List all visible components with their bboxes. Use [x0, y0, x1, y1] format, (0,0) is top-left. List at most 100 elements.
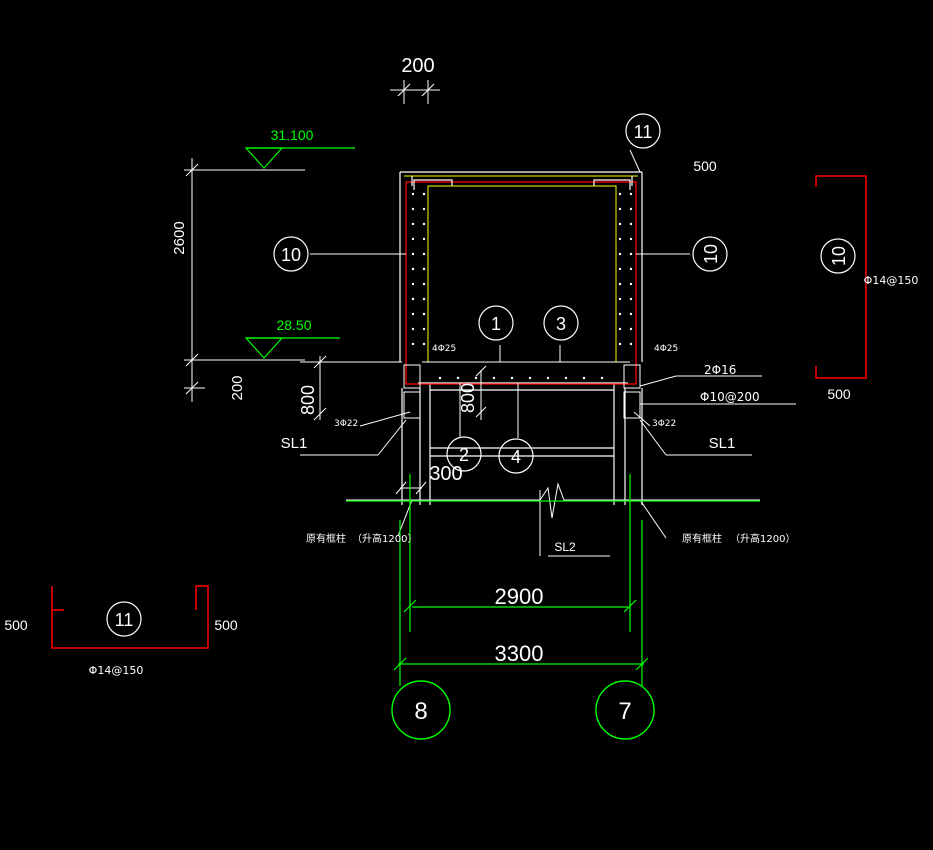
top-hooks: [411, 176, 633, 190]
member-labels: SL1 SL1 SL2: [281, 435, 736, 554]
bubble-3: 3: [556, 314, 566, 334]
rebar-dot: [411, 282, 415, 286]
dim-800-mid: 800: [458, 383, 478, 413]
bubble-1: 1: [491, 314, 501, 334]
rebar-dot: [422, 267, 426, 271]
rebar-dot: [411, 222, 415, 226]
rebar-dot: [456, 376, 460, 380]
rebar-dot: [411, 192, 415, 196]
rebar-left-top: 4Φ25: [432, 344, 456, 354]
section-outline: [404, 175, 638, 363]
rebar-dot: [492, 376, 496, 380]
rebar-dot: [629, 282, 633, 286]
axis-labels: 8 7: [414, 698, 631, 725]
rebar-dot: [411, 312, 415, 316]
dim-200-left: 200: [229, 375, 246, 400]
rebar-dot: [629, 222, 633, 226]
dim-300: 300: [429, 463, 462, 485]
dimension-lines: [184, 80, 796, 557]
rebar-dot: [629, 237, 633, 241]
rebar-dot: [422, 342, 426, 346]
elevation-text: 31.100 28.50: [271, 127, 314, 333]
bubble-labels: 10 10 11 1 3 2 4 10 11: [115, 122, 849, 630]
rebar-lines: [405, 181, 637, 385]
rebar-detail11-spec: Φ14@150: [89, 664, 144, 677]
beam-sections: [403, 364, 641, 419]
rebar-dot: [422, 207, 426, 211]
col-right-label: 原有框柱: [682, 532, 722, 545]
rebar-dot: [422, 237, 426, 241]
rebar-dot: [510, 376, 514, 380]
rebar-dot: [629, 252, 633, 256]
rebar-right-top: 4Φ25: [654, 344, 678, 354]
rebar-dot: [411, 252, 415, 256]
rebar-detail-10: [815, 175, 867, 379]
rebar-dot: [629, 327, 633, 331]
dim-500-right-top: 500: [693, 158, 717, 174]
dim-500-right-bottom: 500: [827, 386, 851, 402]
rebar-dot: [618, 342, 622, 346]
elevation-mid: 28.50: [276, 317, 311, 333]
rebar-dot: [600, 376, 604, 380]
rebar-left-bottom: 3Φ22: [334, 419, 358, 429]
rebar-dot: [618, 327, 622, 331]
rebar-dot: [411, 237, 415, 241]
rebar-detail-11: [51, 585, 209, 649]
rebar-dot: [528, 376, 532, 380]
rebar-dot: [629, 342, 633, 346]
rebar-dot: [422, 252, 426, 256]
rebar-dot: [618, 252, 622, 256]
rebar-dot: [582, 376, 586, 380]
rebar-dot: [422, 222, 426, 226]
bubble-10-left: 10: [281, 245, 301, 265]
dim-3300: 3300: [495, 641, 544, 666]
dim-2600: 2600: [171, 221, 188, 254]
rebar-right-bottom: 3Φ22: [652, 419, 676, 429]
rebar-dot: [422, 327, 426, 331]
bubble-10-detail: 10: [829, 246, 849, 266]
rebar-dot: [629, 312, 633, 316]
dim-500-detail-right: 500: [214, 617, 238, 633]
label-sl1-left: SL1: [281, 435, 308, 452]
axis-label-8: 8: [414, 698, 427, 725]
rebar-dot: [618, 282, 622, 286]
rebar-dot: [618, 192, 622, 196]
dim-200-top: 200: [401, 55, 434, 77]
structure-outline: [399, 171, 643, 505]
rebar-dot: [438, 376, 442, 380]
rebar-dots: [411, 192, 633, 380]
elevation-top: 31.100: [271, 127, 314, 143]
bubble-4: 4: [511, 447, 521, 467]
rebar-dot: [474, 376, 478, 380]
label-sl1-right: SL1: [709, 435, 736, 452]
axis-dimensions: [244, 147, 760, 686]
rebar-dot: [629, 297, 633, 301]
dimension-text: 200 2600 200 800 800 300 500 500 500 500: [4, 55, 851, 633]
rebar-dot: [629, 207, 633, 211]
bubble-2: 2: [459, 445, 469, 465]
detail-bubbles: [106, 113, 856, 637]
rebar-stirrup: Φ10@200: [700, 390, 760, 404]
dim-500-left: 500: [4, 617, 28, 633]
bubble-10-right: 10: [701, 244, 721, 264]
rebar-dot: [618, 222, 622, 226]
rebar-dot: [411, 267, 415, 271]
rebar-dot: [618, 297, 622, 301]
rebar-2phi16: 2Φ16: [704, 363, 736, 377]
rebar-dot: [411, 297, 415, 301]
rebar-dot: [422, 297, 426, 301]
rebar-detail10-spec: Φ14@150: [864, 274, 919, 287]
rebar-dot: [422, 282, 426, 286]
bubble-11-top: 11: [634, 122, 653, 142]
axis-bubble-8: [391, 680, 451, 740]
rebar-dot: [629, 192, 633, 196]
col-right-note: （升高1200）: [730, 532, 795, 545]
rebar-dot: [422, 192, 426, 196]
axis-label-7: 7: [618, 698, 631, 725]
column-notes: 原有框柱 （升高1200） 原有框柱 （升高1200）: [306, 532, 795, 545]
col-left-note: （升高1200）: [352, 532, 417, 545]
rebar-text: 4Φ25 4Φ25 2Φ16 Φ10@200 3Φ22 3Φ22 Φ14@150…: [89, 274, 919, 677]
axis-bubbles: [391, 680, 655, 740]
axis-dimension-text: 2900 3300: [495, 584, 544, 666]
